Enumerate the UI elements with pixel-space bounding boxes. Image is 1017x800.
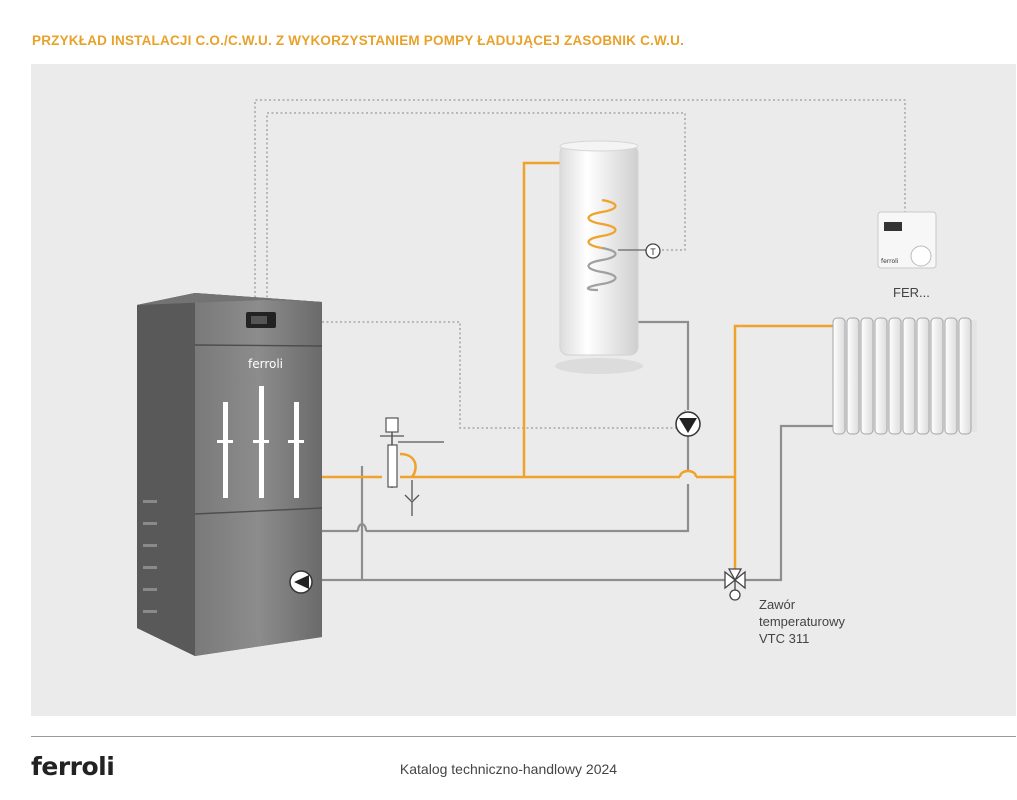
thermostatic-valve-icon: [724, 568, 746, 601]
hot-water-tank: [555, 140, 643, 374]
svg-text:ferroli: ferroli: [881, 258, 899, 265]
svg-text:T: T: [650, 247, 656, 257]
footer-divider: [31, 736, 1016, 737]
svg-text:ferroli: ferroli: [248, 357, 283, 371]
valve-label-line1: Zawór: [759, 597, 796, 612]
room-controller: ferroli: [877, 211, 937, 269]
tank-coil: [586, 198, 617, 292]
control-wiring: [254, 99, 906, 429]
safety-valve: [380, 417, 444, 516]
brand-logo: ferroli: [31, 752, 115, 781]
boiler-pump-icon: [289, 570, 313, 594]
catalog-caption: Katalog techniczno-handlowy 2024: [399, 761, 618, 777]
controller-label: FER...: [893, 285, 930, 300]
temperature-sensor-icon: T: [618, 243, 661, 259]
valve-label-line3: VTC 311: [759, 631, 810, 646]
radiator: [832, 317, 977, 435]
pipe-crossovers: [356, 469, 698, 532]
pellet-boiler: ferroli: [137, 293, 323, 656]
valve-label-line2: temperaturowy: [759, 614, 845, 629]
return-pipes: [322, 290, 833, 582]
pump-icon: [675, 411, 701, 437]
valve-label: Zawór temperaturowy VTC 311: [759, 596, 845, 647]
page-title: PRZYKŁAD INSTALACJI C.O./C.W.U. Z WYKORZ…: [32, 33, 685, 48]
